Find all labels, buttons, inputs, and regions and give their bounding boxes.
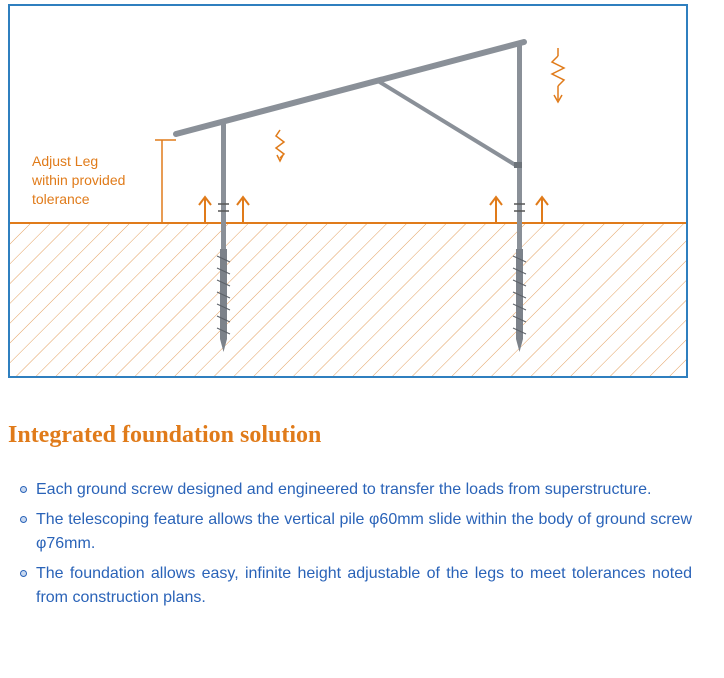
right-screw-tip [516, 339, 523, 352]
list-item: Each ground screw designed and engineere… [20, 478, 692, 502]
load-arrow-small [274, 129, 286, 163]
section-heading: Integrated foundation solution [8, 422, 322, 448]
bullet-icon [20, 486, 27, 493]
list-item: The foundation allows easy, infinite hei… [20, 562, 692, 610]
ground-screw-illustration [10, 39, 686, 376]
right-clamp-marks [514, 203, 525, 212]
right-ground-screw [516, 249, 523, 339]
left-up-arrows [198, 195, 250, 222]
soil-area [10, 223, 686, 376]
adjust-label-line: within provided [32, 172, 126, 188]
right-up-arrows [489, 195, 549, 222]
bullet-icon [20, 516, 27, 523]
list-item-text: The foundation allows easy, infinite hei… [36, 565, 692, 606]
adjust-label-line: tolerance [32, 191, 90, 207]
bullet-icon [20, 570, 27, 577]
left-screw-thread [216, 255, 231, 335]
left-clamp-marks [218, 203, 229, 212]
rafter-beam [173, 39, 527, 137]
right-pile [517, 42, 522, 249]
left-screw-tip [220, 339, 227, 352]
list-item-text: The telescoping feature allows the verti… [36, 511, 692, 552]
left-ground-screw [220, 249, 227, 339]
diagonal-brace [376, 79, 519, 168]
foundation-diagram: Adjust Leg within provided tolerance [8, 4, 688, 378]
left-pile [221, 124, 226, 249]
feature-list: Each ground screw designed and engineere… [20, 478, 692, 616]
right-screw-thread [512, 255, 527, 335]
list-item-text: Each ground screw designed and engineere… [36, 481, 652, 498]
list-item: The telescoping feature allows the verti… [20, 508, 692, 556]
adjust-leg-label: Adjust Leg within provided tolerance [32, 152, 172, 209]
adjust-label-line: Adjust Leg [32, 153, 99, 169]
load-arrow-large [550, 48, 566, 104]
brace-clamp [514, 162, 522, 168]
